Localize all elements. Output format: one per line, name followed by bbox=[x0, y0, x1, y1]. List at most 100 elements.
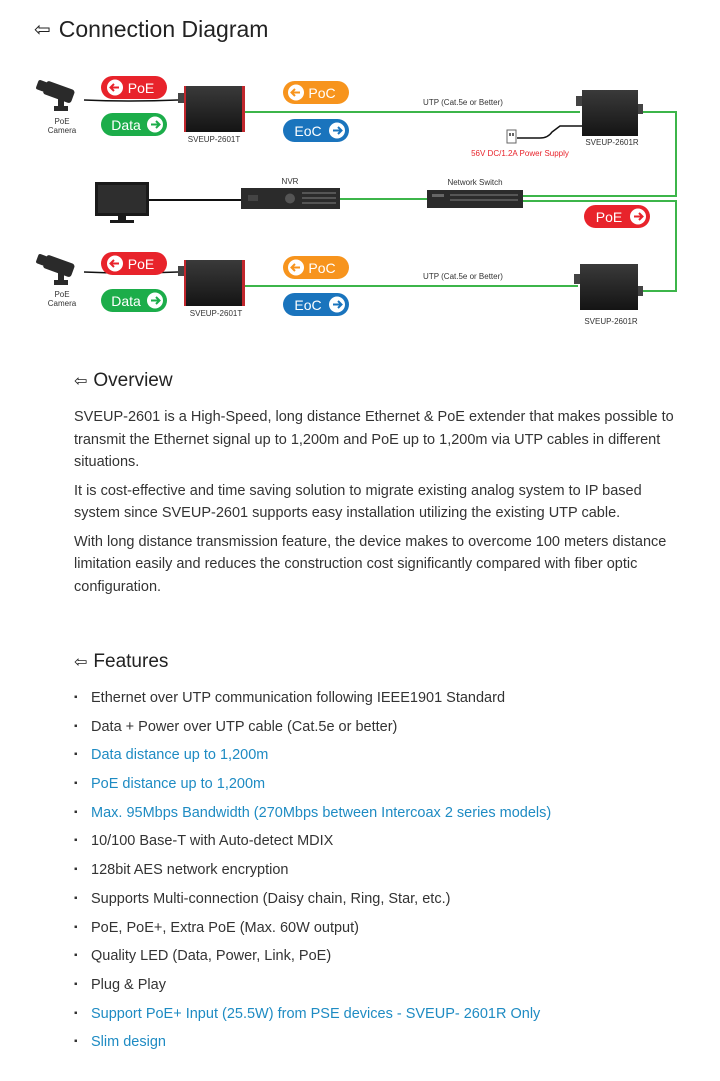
camera-label-line2: Camera bbox=[48, 299, 77, 308]
feature-item: ▪ Supports Multi-connection (Daisy chain,… bbox=[74, 885, 694, 914]
bullet-icon: ▪ bbox=[74, 864, 78, 876]
feature-item: ▪ Slim design bbox=[74, 1028, 694, 1057]
feature-item: ▪ PoE distance up to 1,200m bbox=[74, 770, 694, 799]
eoc-pill-badge: EoC bbox=[283, 293, 349, 316]
overview-heading: ⇦ Overview bbox=[74, 370, 173, 392]
bullet-icon: ▪ bbox=[74, 892, 78, 904]
camera-label-line2: Camera bbox=[48, 126, 77, 135]
overview-heading-text: Overview bbox=[93, 370, 173, 391]
feature-item: ▪ Max. 95Mbps Bandwidth (270Mbps between … bbox=[74, 799, 694, 828]
poe-pill-badge: PoE bbox=[584, 205, 650, 228]
feature-text: Supports Multi-connection (Daisy chain, … bbox=[91, 890, 451, 907]
feature-item: ▪ Support PoE+ Input (25.5W) from PSE dev… bbox=[74, 1000, 694, 1029]
eoc-pill-badge: EoC bbox=[283, 119, 349, 142]
data-pill-badge: Data bbox=[101, 289, 167, 312]
feature-text: Ethernet over UTP communication followin… bbox=[91, 690, 506, 706]
bullet-icon: ▪ bbox=[74, 921, 78, 933]
feature-text: Data distance up to 1,200m bbox=[91, 747, 269, 764]
power-outlet-icon bbox=[506, 129, 517, 144]
poe-camera-icon bbox=[36, 254, 75, 285]
poe-camera-icon bbox=[36, 80, 75, 111]
svg-text:EoC: EoC bbox=[294, 297, 321, 313]
feature-item: ▪ Plug & Play bbox=[74, 971, 694, 1000]
poc-pill-badge: PoC bbox=[283, 256, 349, 279]
left-arrow-icon: ⇦ bbox=[74, 654, 88, 671]
feature-item: ▪ Data distance up to 1,200m bbox=[74, 741, 694, 770]
feature-item: ▪ 10/100 Base-T with Auto-detect MDIX bbox=[74, 827, 694, 856]
bullet-icon: ▪ bbox=[74, 778, 78, 790]
overview-paragraph: It is cost-effective and time saving sol… bbox=[74, 482, 642, 522]
bullet-icon: ▪ bbox=[74, 1007, 78, 1019]
feature-text: Support PoE+ Input (25.5W) from PSE devi… bbox=[91, 1005, 541, 1022]
svg-text:PoE: PoE bbox=[128, 80, 154, 96]
network-switch-label: Network Switch bbox=[447, 178, 502, 187]
camera-label-line1: PoE bbox=[54, 117, 69, 126]
camera-label-line1: PoE bbox=[54, 290, 69, 299]
overview-paragraph: With long distance transmission feature,… bbox=[74, 533, 667, 595]
feature-text: Slim design bbox=[91, 1034, 166, 1051]
svg-text:PoE: PoE bbox=[128, 256, 154, 272]
svg-text:EoC: EoC bbox=[294, 123, 321, 139]
transmitter-label: SVEUP-2601T bbox=[188, 135, 241, 144]
cable-lines bbox=[83, 99, 677, 292]
feature-item: ▪ Quality LED (Data, Power, Link, PoE) bbox=[74, 942, 694, 971]
svg-text:PoC: PoC bbox=[308, 260, 335, 276]
overview-body: SVEUP-2601 is a High-Speed, long distanc… bbox=[74, 406, 674, 604]
network-switch-icon bbox=[427, 190, 523, 208]
bullet-icon: ▪ bbox=[74, 692, 78, 703]
poc-pill-badge: PoC bbox=[283, 81, 349, 104]
bullet-icon: ▪ bbox=[74, 749, 78, 761]
sveup-2601t-device-icon bbox=[178, 260, 245, 306]
cable-power-supply bbox=[517, 125, 582, 139]
svg-text:PoE: PoE bbox=[596, 209, 622, 225]
bullet-icon: ▪ bbox=[74, 720, 78, 732]
data-pill-badge: Data bbox=[101, 113, 167, 136]
feature-item: ▪ 128bit AES network encryption bbox=[74, 856, 694, 885]
features-list: ▪ Ethernet over UTP communication followi… bbox=[74, 684, 694, 1057]
feature-item: ▪ Ethernet over UTP communication followi… bbox=[74, 684, 694, 713]
svg-text:Data: Data bbox=[111, 117, 141, 133]
utp-cable-label: UTP (Cat.5e or Better) bbox=[423, 98, 503, 107]
connection-diagram: PoE Camera PoE Camera PoE Data PoC EoC bbox=[36, 76, 677, 326]
bullet-icon: ▪ bbox=[74, 978, 78, 990]
feature-text: PoE distance up to 1,200m bbox=[91, 776, 266, 793]
svg-text:PoC: PoC bbox=[308, 85, 335, 101]
feature-text: Max. 95Mbps Bandwidth (270Mbps between I… bbox=[91, 804, 552, 821]
feature-item: ▪ PoE, PoE+, Extra PoE (Max. 60W output) bbox=[74, 914, 694, 943]
page-title-text: Connection Diagram bbox=[58, 16, 269, 42]
features-heading-text: Features bbox=[93, 651, 169, 672]
sveup-2601t-device-icon bbox=[178, 86, 245, 132]
feature-text: PoE, PoE+, Extra PoE (Max. 60W output) bbox=[91, 919, 359, 936]
poe-pill-badge: PoE bbox=[101, 76, 167, 99]
utp-cable-label: UTP (Cat.5e or Better) bbox=[423, 272, 503, 281]
overview-paragraph: SVEUP-2601 is a High-Speed, long distanc… bbox=[74, 409, 674, 470]
feature-text: Data + Power over UTP cable (Cat.5e or b… bbox=[91, 718, 398, 735]
feature-text: 128bit AES network encryption bbox=[91, 862, 289, 879]
nvr-label: NVR bbox=[282, 177, 299, 186]
receiver-label: SVEUP-2601R bbox=[584, 317, 638, 326]
left-arrow-icon: ⇦ bbox=[34, 19, 51, 41]
bullet-icon: ▪ bbox=[74, 806, 78, 818]
poe-pill-badge: PoE bbox=[101, 252, 167, 275]
transmitter-label: SVEUP-2601T bbox=[190, 309, 243, 318]
left-arrow-icon: ⇦ bbox=[74, 373, 88, 390]
cable-bottom-loop bbox=[523, 200, 677, 292]
page-title: ⇦ Connection Diagram bbox=[34, 16, 268, 43]
features-heading: ⇦ Features bbox=[74, 651, 168, 673]
bullet-icon: ▪ bbox=[74, 835, 78, 847]
cable-camera-top bbox=[83, 99, 179, 102]
feature-item: ▪ Data + Power over UTP cable (Cat.5e or … bbox=[74, 713, 694, 742]
feature-text: Plug & Play bbox=[91, 976, 166, 993]
power-supply-label: 56V DC/1.2A Power Supply bbox=[471, 149, 569, 158]
sveup-2601r-device-icon bbox=[576, 90, 643, 136]
sveup-2601r-device-icon bbox=[574, 264, 643, 310]
svg-text:Data: Data bbox=[111, 293, 141, 309]
nvr-device-icon bbox=[241, 188, 340, 209]
cable-top-loop bbox=[523, 111, 677, 197]
bullet-icon: ▪ bbox=[74, 1036, 78, 1048]
feature-text: Quality LED (Data, Power, Link, PoE) bbox=[91, 948, 332, 965]
receiver-label: SVEUP-2601R bbox=[585, 138, 639, 147]
feature-text: 10/100 Base-T with Auto-detect MDIX bbox=[91, 833, 334, 850]
bullet-icon: ▪ bbox=[74, 950, 78, 962]
monitor-icon bbox=[95, 182, 149, 223]
